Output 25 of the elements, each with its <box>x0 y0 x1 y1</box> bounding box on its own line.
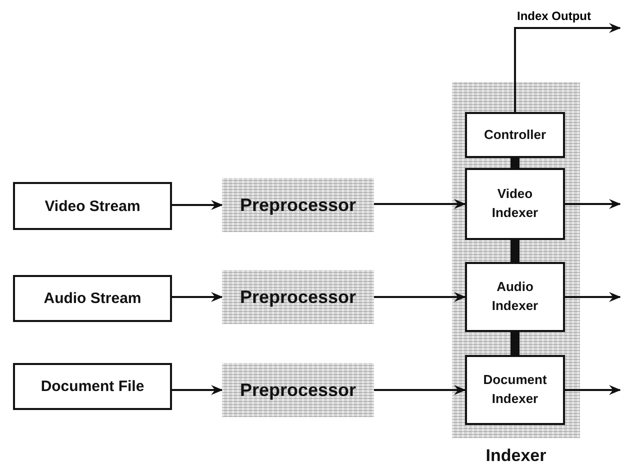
indexer-box: Video Indexer <box>465 168 565 240</box>
arrow <box>565 199 621 209</box>
preprocessor-box: Preprocessor <box>222 270 374 324</box>
arrow <box>514 23 621 112</box>
edge-label: Index Output <box>517 9 591 23</box>
connector-bar <box>510 158 520 168</box>
arrow <box>374 385 466 395</box>
arrow <box>374 199 466 209</box>
arrow <box>565 292 621 302</box>
connector-bar <box>510 240 520 262</box>
group-title: Indexer <box>484 446 548 466</box>
arrow <box>565 385 621 395</box>
arrow <box>172 292 223 302</box>
indexer-box: Audio Indexer <box>465 262 565 332</box>
connector-bar <box>510 332 520 355</box>
arrow <box>374 292 466 302</box>
preprocessor-box: Preprocessor <box>222 178 374 232</box>
preprocessor-box: Preprocessor <box>222 363 374 417</box>
controller-box: Controller <box>465 112 565 158</box>
source-box: Audio Stream <box>13 275 172 322</box>
indexer-box: Document Indexer <box>465 355 565 425</box>
source-box: Document File <box>13 363 172 410</box>
arrow <box>172 385 223 395</box>
source-box: Video Stream <box>13 182 172 230</box>
arrow <box>172 200 223 210</box>
